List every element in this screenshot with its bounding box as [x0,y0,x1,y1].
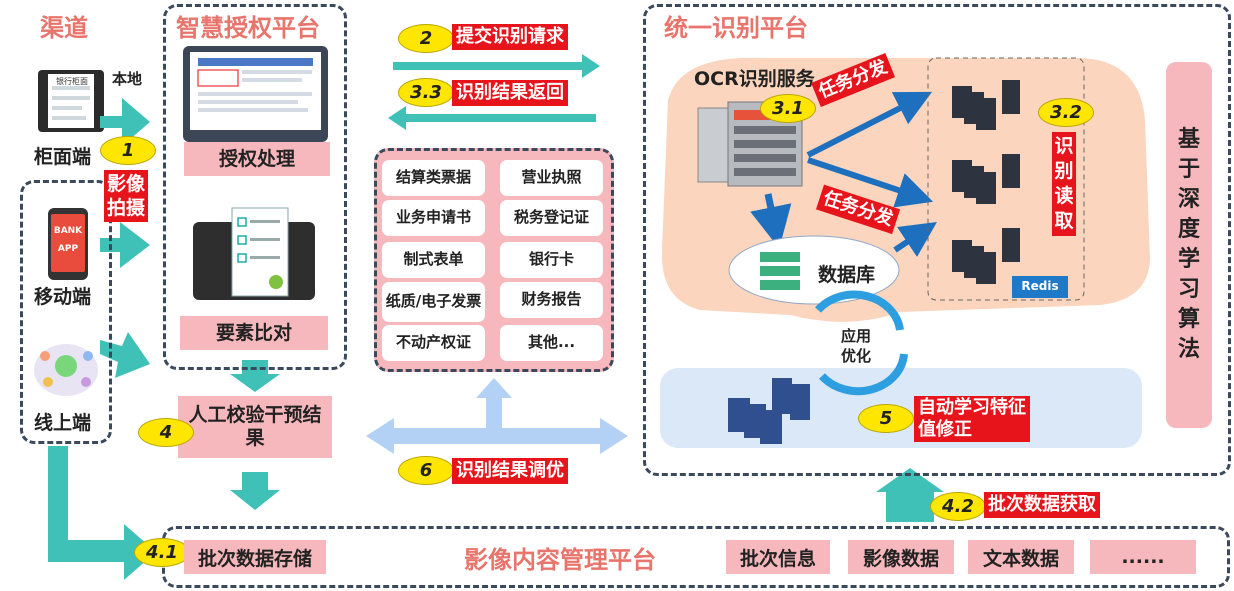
doc-type-item: 财务报告 [500,282,603,318]
read-text: 识别读取 [1054,135,1074,232]
badge-4-1: 4.1 [134,538,190,567]
redis-box [1012,276,1068,298]
result-return-tag: 识别结果返回 [452,80,568,106]
server-cluster-frame [927,57,1085,301]
dispatch-arrow-2 [807,157,934,208]
badge-5: 5 [858,404,914,433]
checklist-tablet-icon [193,207,315,300]
ocr-service-label: OCR识别服务 [694,68,815,90]
doc-type-item: 业务申请书 [382,200,485,236]
badge-1: 1 [100,136,156,165]
badge-4: 4 [138,418,194,447]
submit-arrow [393,54,600,78]
mgmt-item-more: ...... [1090,540,1196,574]
badge-3-3: 3.3 [398,78,454,107]
optimize-label: 应用优化 [834,326,878,366]
return-arrow [388,106,596,130]
auth-process-box: 授权处理 [184,142,330,176]
counter-screen-title: 银行柜面 [56,77,88,86]
mobile-online-frame [20,180,112,444]
batch-fetch-tag: 批次数据获取 [984,492,1100,518]
mobile-channel-label: 移动端 [34,286,92,308]
mgmt-item-text-data: 文本数据 [968,540,1074,574]
result-tune-tag: 识别结果调优 [452,458,568,484]
redis-label: Redis [1021,279,1059,293]
doc-type-item: 营业执照 [500,160,603,196]
server-cluster-icon [952,80,1020,284]
batch-store-box: 批次数据存储 [184,540,326,574]
submit-request-tag: 提交识别请求 [452,24,568,50]
recognition-platform-frame [643,4,1231,476]
learning-tag: 自动学习特征值修正 [914,396,1030,442]
learning-server-icon [728,378,810,444]
local-label: 本地 [112,70,143,88]
recognition-platform-title: 统一识别平台 [664,14,808,42]
mgmt-item-batch-info: 批次信息 [726,540,830,574]
capture-text: 影像拍摄 [106,173,145,219]
mobile-arrow [100,222,150,268]
database-label: 数据库 [818,264,876,286]
manual-check-box: 人工校验干预结果 [178,396,332,458]
doc-type-item: 其他... [500,325,603,361]
auth-monitor-icon [183,46,328,148]
fetch-up-arrow [876,468,944,522]
badge-3-2: 3.2 [1038,98,1094,127]
doctype-up-arrow [476,378,512,430]
channels-title: 渠道 [40,14,88,42]
online-channel-label: 线上端 [34,412,92,434]
mgmt-item-image-data: 影像数据 [848,540,954,574]
counter-terminal-icon [38,70,104,132]
content-mgmt-title: 影像内容管理平台 [464,546,656,574]
optimize-text: 应用优化 [840,327,871,365]
optimize-cycle-arrows [815,290,904,331]
badge-6: 6 [398,456,454,485]
doc-type-item: 银行卡 [500,242,603,278]
badge-4-2: 4.2 [930,492,986,521]
doc-type-item: 制式表单 [382,242,485,278]
online-apps-icon [34,344,98,396]
doc-type-item: 不动产权证 [382,325,485,361]
learning-text: 自动学习特征值修正 [918,397,1026,440]
algorithm-text: 基于深度学习算法 [1177,127,1200,362]
database-icon [760,252,800,290]
channel-to-storage-arrow [48,446,156,580]
counter-arrow [100,98,150,146]
tune-double-arrow [366,418,628,454]
read-tag: 识别读取 [1052,132,1076,236]
doc-type-item: 结算类票据 [382,160,485,196]
counter-channel-label: 柜面端 [34,146,92,168]
badge-3-1: 3.1 [760,94,816,123]
ocr-to-db-arrow [750,193,792,249]
mobile-phone-icon [48,208,88,280]
doc-type-item: 税务登记证 [500,200,603,236]
bank-app-text: BANK APP [52,222,84,258]
capture-tag: 影像拍摄 [104,170,148,222]
auth-platform-title: 智慧授权平台 [176,14,320,42]
algorithm-box: 基于深度学习算法 [1166,62,1212,428]
online-arrow [100,332,150,378]
db-to-cluster-arrow [893,222,937,257]
manual-to-storage-arrow [230,472,280,510]
element-compare-box: 要素比对 [180,316,328,350]
badge-2: 2 [398,24,454,53]
auth-platform-frame [163,4,347,370]
app-text: APP [57,244,79,254]
bank-text: BANK [53,226,83,236]
doc-type-item: 纸质/电子发票 [382,282,485,322]
dispatch-arrow-1 [806,91,933,158]
